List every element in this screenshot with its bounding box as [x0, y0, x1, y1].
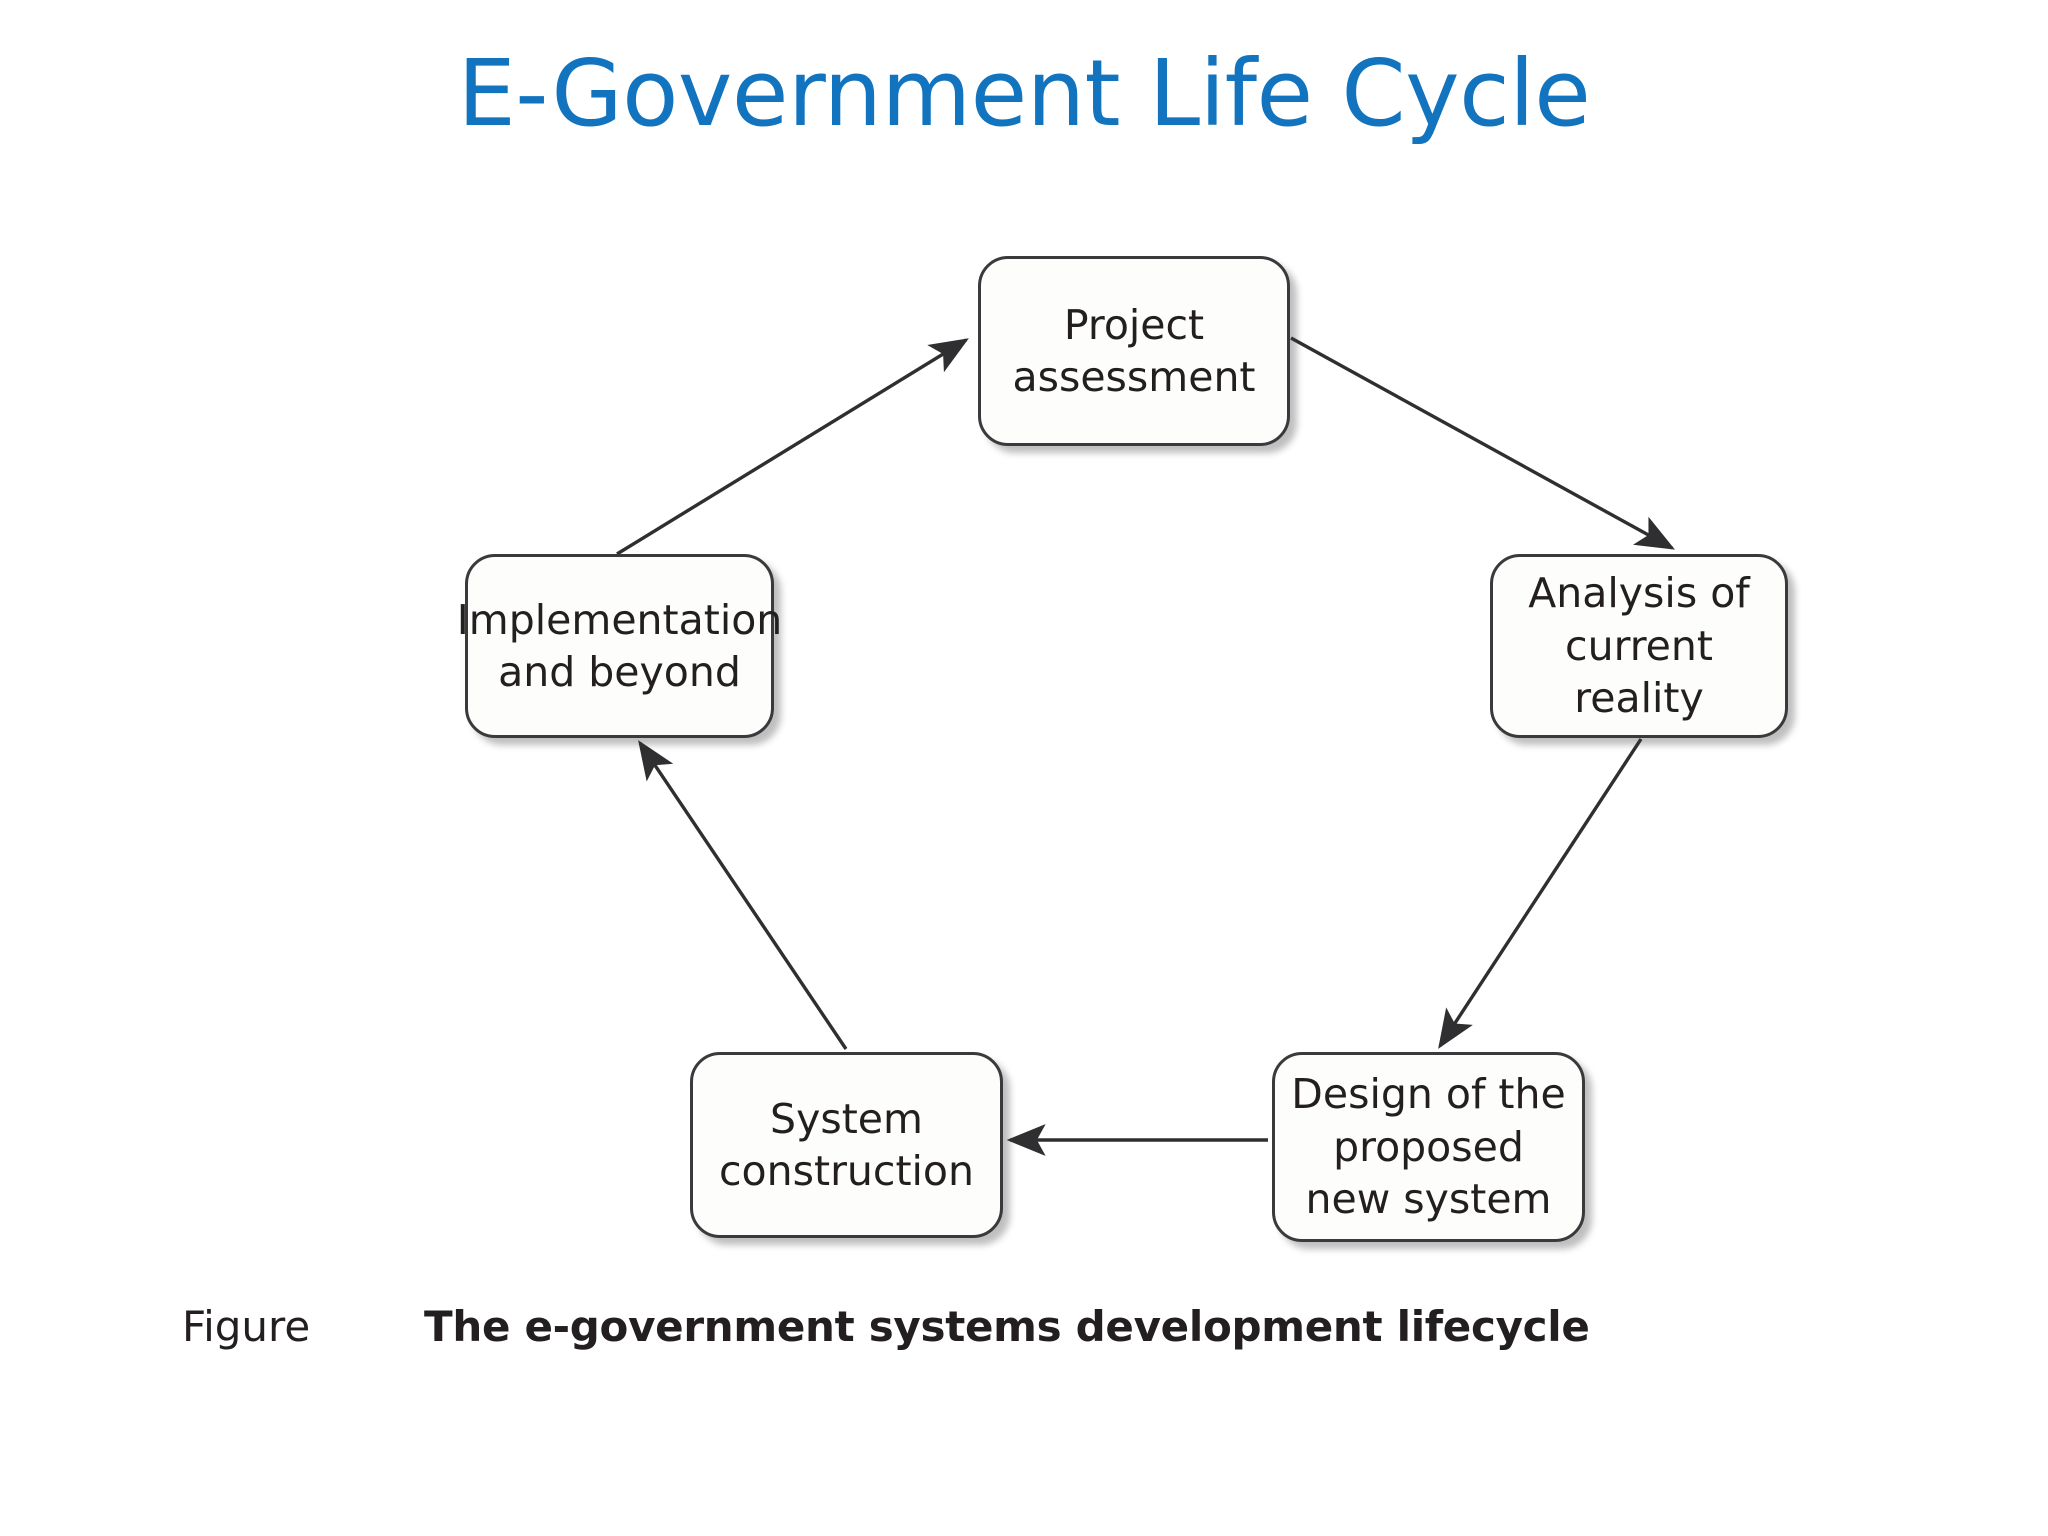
- node-system-construction[interactable]: System construction: [690, 1052, 1003, 1238]
- node-design-of-proposed-new-system-label: Design of the proposed new system: [1291, 1070, 1566, 1224]
- node-project-assessment-label: Project assessment: [1012, 300, 1256, 401]
- node-analysis-of-current-reality[interactable]: Analysis of current reality: [1490, 554, 1788, 738]
- figure-caption: Figure The e-government systems developme…: [182, 1302, 1782, 1351]
- node-design-of-proposed-new-system[interactable]: Design of the proposed new system: [1272, 1052, 1585, 1242]
- node-project-assessment[interactable]: Project assessment: [978, 256, 1290, 446]
- figure-caption-text: The e-government systems development lif…: [424, 1302, 1590, 1351]
- node-analysis-of-current-reality-label: Analysis of current reality: [1528, 569, 1750, 723]
- page-title: E-Government Life Cycle: [457, 40, 1591, 147]
- node-implementation-and-beyond[interactable]: Implementation and beyond: [457, 554, 782, 738]
- arrow-implementation-to-project: [616, 338, 969, 556]
- arrow-analysis-to-design: [1438, 738, 1643, 1049]
- figure-caption-word: Figure: [182, 1302, 311, 1351]
- node-system-construction-label: System construction: [719, 1094, 974, 1195]
- arrow-system-to-implementation: [638, 740, 848, 1050]
- node-implementation-and-beyond-label: Implementation and beyond: [456, 595, 783, 696]
- arrow-project-to-analysis: [1290, 336, 1675, 550]
